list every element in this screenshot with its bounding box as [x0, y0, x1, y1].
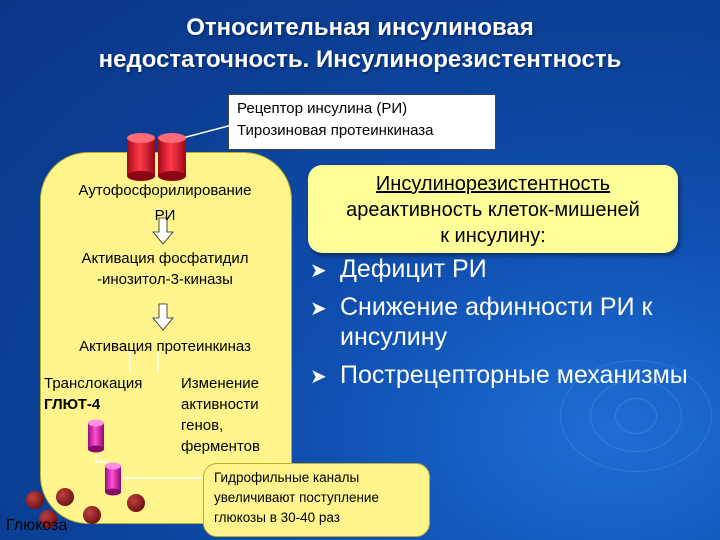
water-ripple	[615, 398, 657, 434]
receptor-label-line-1: Рецептор инсулина (РИ)	[237, 100, 408, 117]
down-arrow-icon	[152, 217, 174, 245]
gene-line-1: Изменение	[181, 375, 259, 392]
gene-line-4: ферментов	[181, 438, 260, 455]
pi3k-line-2: -инозитол-3-киназы	[97, 271, 233, 288]
mechanisms-list: ➤ Дефицит РИ ➤ Снижение афинности РИ к и…	[310, 254, 710, 398]
autophosphorylation-label: Аутофосфорилирование РИ	[48, 180, 282, 226]
channels-line-2: увеличивают поступление	[214, 490, 379, 505]
down-arrow-icon	[152, 303, 174, 331]
water-ripple	[590, 380, 682, 452]
receptor-label: Рецептор инсулина (РИ) Тирозиновая проте…	[228, 94, 496, 150]
translocation-line-2: ГЛЮТ-4	[44, 396, 101, 413]
bullet-text: Пострецепторные механизмы	[340, 361, 688, 389]
hydrophilic-channels-box: Гидрофильные каналы увеличивают поступле…	[203, 463, 430, 537]
glut4-translocation-label: Транслокация ГЛЮТ-4	[44, 373, 142, 415]
arrow-bullet-icon: ➤	[310, 260, 327, 282]
proteinkinase-activation-label: Активация протеинкиназ	[79, 338, 251, 355]
branch-lines	[129, 352, 159, 372]
receptor-label-line-2: Тирозиновая протеинкиназа	[237, 122, 434, 139]
glucose-molecules	[26, 488, 145, 528]
down-arrow-icons	[152, 217, 174, 331]
bullet-text: Дефицит РИ	[340, 255, 487, 283]
insulin-resistance-heading: Инсулинорезистентность	[375, 173, 611, 195]
glucose-molecule-icon	[83, 506, 101, 524]
translocation-line-1: Транслокация	[44, 375, 143, 392]
gene-line-3: генов,	[181, 417, 224, 434]
gene-line-2: активности	[181, 396, 259, 413]
autophos-line-2: РИ	[154, 207, 176, 224]
glucose-molecule-icon	[56, 488, 74, 506]
autophos-line-1: Аутофосфорилирование	[78, 182, 252, 199]
glucose-label: Глюкоза	[6, 517, 68, 534]
channels-line-3: глюкозы в 30-40 раз	[214, 510, 340, 525]
target-cell	[40, 152, 292, 524]
insulin-resistance-box: Инсулинорезистентность ареактивность кле…	[308, 165, 678, 253]
glucose-molecule-icon	[39, 510, 57, 528]
channels-line-1: Гидрофильные каналы	[214, 470, 360, 485]
pi3k-activation-label: Активация фосфатидил -инозитол-3-киназы	[48, 248, 282, 290]
gene-activity-label: Изменение активности генов, ферментов	[181, 373, 260, 457]
insulin-resistance-line-3: к инсулину:	[440, 225, 546, 247]
glut4-transporter-icon	[88, 419, 104, 453]
arrow-bullet-icon: ➤	[310, 298, 327, 320]
receptor-cylinders-icon	[127, 133, 186, 181]
list-item: ➤ Пострецепторные механизмы	[310, 360, 710, 390]
arrow-bullet-icon: ➤	[310, 366, 327, 388]
pi3k-line-1: Активация фосфатидил	[81, 250, 249, 267]
title-line-1: Относительная инсулиновая	[186, 14, 534, 41]
bullet-text: Снижение афинности РИ к инсулину	[340, 293, 653, 351]
translocation-arrow-icon	[95, 455, 108, 463]
list-item: ➤ Дефицит РИ	[310, 254, 710, 284]
slide-title: Относительная инсулиновая недостаточност…	[20, 12, 700, 76]
insulin-resistance-line-2: ареактивность клеток-мишеней	[346, 199, 640, 221]
list-item: ➤ Снижение афинности РИ к инсулину	[310, 292, 710, 352]
glucose-molecule-icon	[127, 494, 145, 512]
glut4-transporter-icon	[105, 462, 121, 496]
water-ripple	[560, 360, 712, 472]
glucose-molecule-icon	[26, 491, 44, 509]
title-line-2: недостаточность. Инсулинорезистентность	[98, 46, 622, 73]
